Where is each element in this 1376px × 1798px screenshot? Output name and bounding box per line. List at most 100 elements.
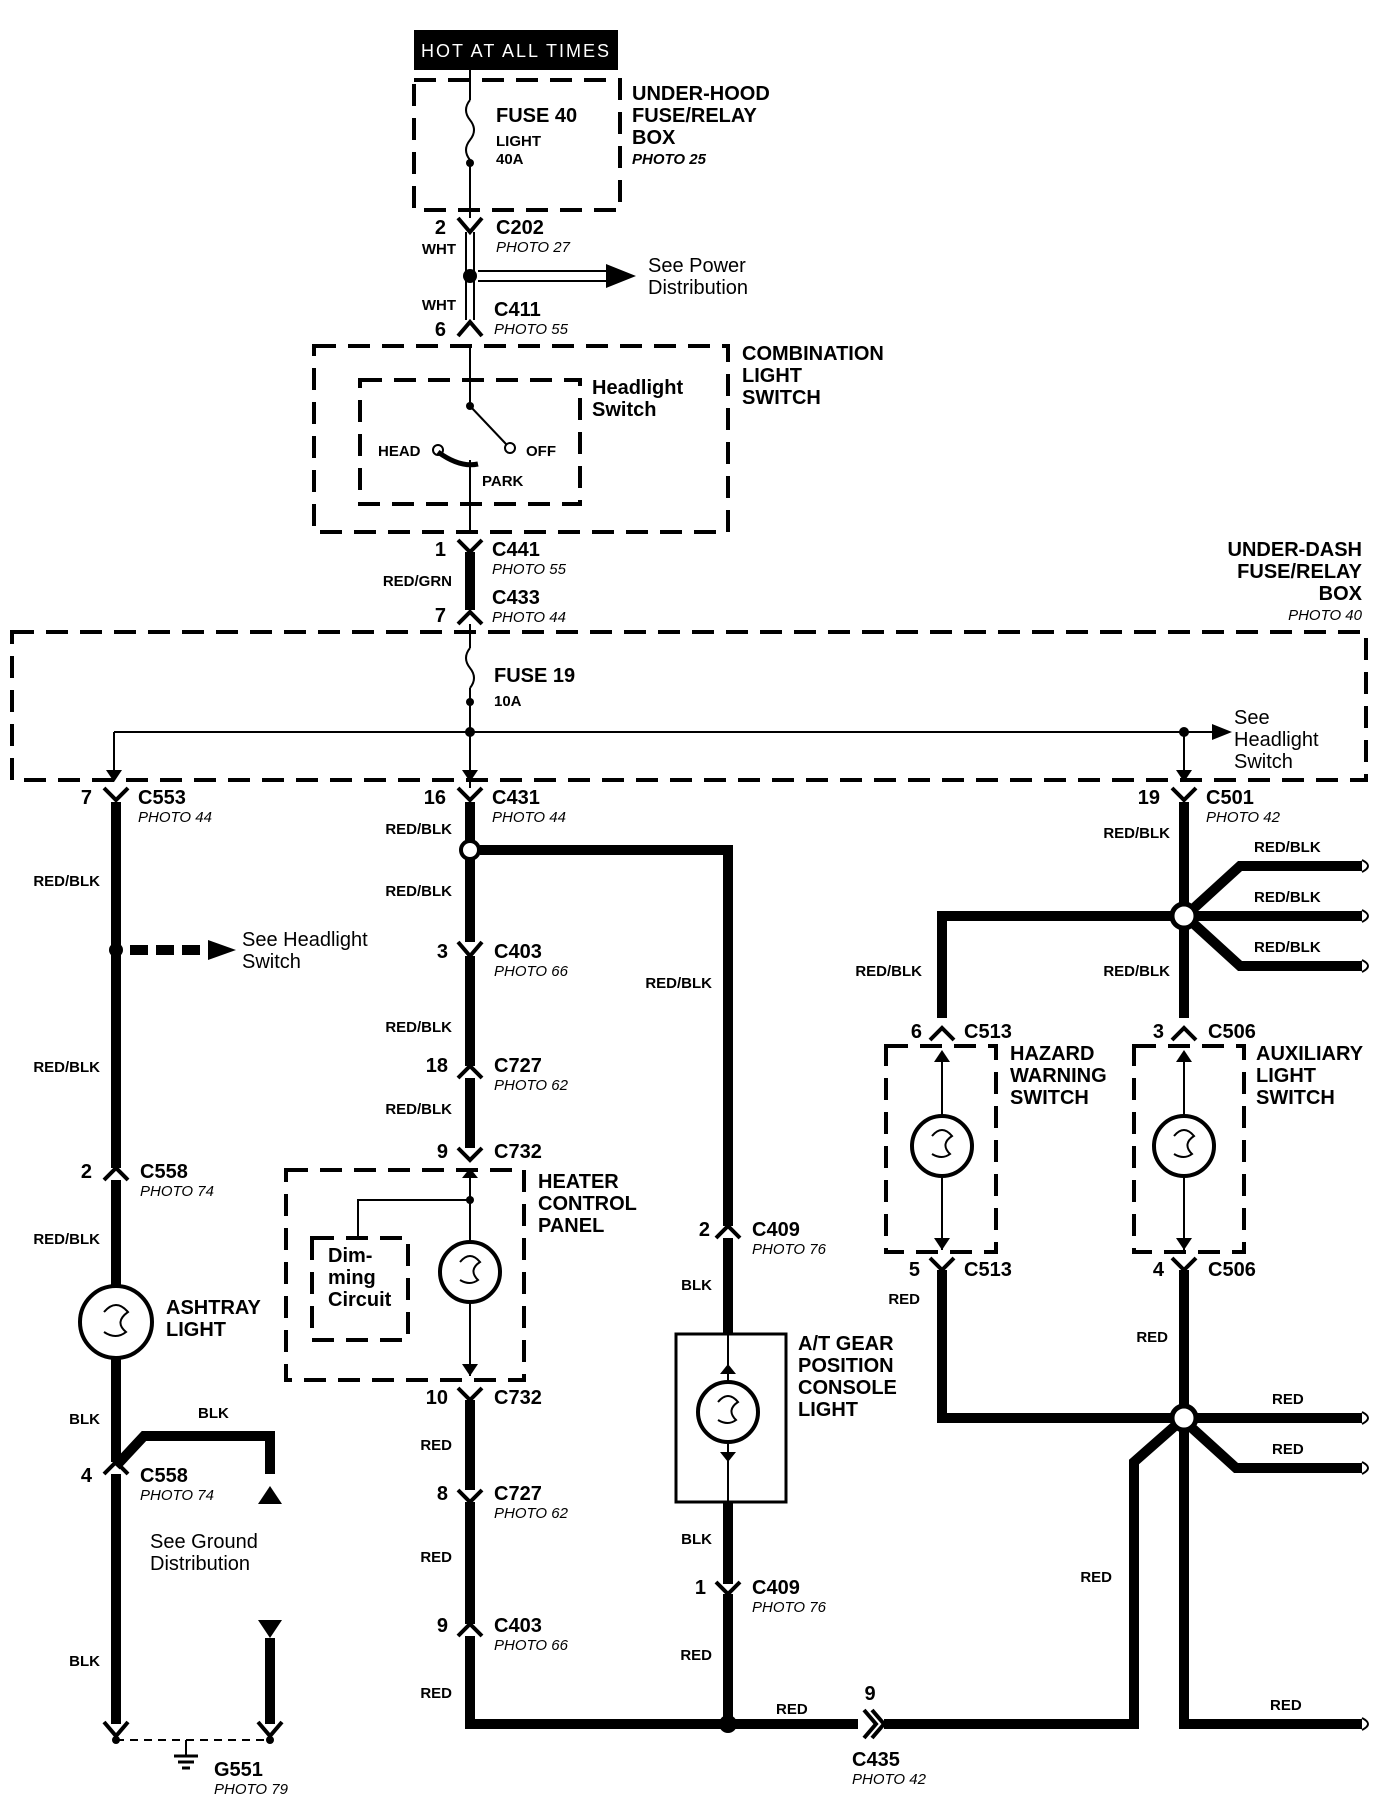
underhood-fuse-box — [412, 78, 622, 212]
diagram-label: PHOTO 55 — [492, 561, 567, 578]
diagram-label: RED/BLK — [385, 883, 452, 900]
diagram-label: RED — [1136, 1329, 1168, 1346]
ashtray-light-bulb — [78, 1284, 154, 1360]
diagram-label: Headlight — [1234, 729, 1319, 751]
diagram-label: HEAD — [378, 443, 421, 460]
c403-bottom-connector — [456, 1621, 484, 1638]
diagram-label: RED/BLK — [1103, 825, 1170, 842]
diagram-label: ASHTRAY — [166, 1297, 261, 1319]
diagram-label: C441 — [492, 539, 540, 561]
diagram-label: C202 — [496, 217, 544, 239]
diagram-label: BLK — [69, 1653, 100, 1670]
diagram-label: PHOTO 44 — [492, 809, 566, 826]
diagram-label: CONTROL — [538, 1193, 637, 1215]
splice-c202 — [463, 269, 477, 283]
diagram-label: ming — [328, 1267, 376, 1289]
diagram-label: C558 — [140, 1465, 188, 1487]
diagram-label: RED — [888, 1291, 920, 1308]
c411-connector — [456, 318, 484, 338]
diagram-label: Dim- — [328, 1245, 372, 1267]
diagram-label: 3 — [1153, 1021, 1164, 1043]
diagram-label: C435 — [852, 1749, 900, 1771]
diagram-label: Distribution — [648, 277, 748, 299]
c553-connector — [102, 786, 130, 803]
c727-top-connector — [456, 1063, 484, 1080]
diagram-label: C732 — [494, 1141, 542, 1163]
diagram-label: Circuit — [328, 1289, 392, 1311]
diagram-label: FUSE/RELAY — [632, 105, 758, 127]
diagram-label: PHOTO 79 — [214, 1781, 289, 1798]
diagram-label: POSITION — [798, 1355, 894, 1377]
auxiliary-light-switch-box — [1132, 1044, 1246, 1254]
combination-light-switch-box — [312, 344, 730, 534]
wire-at-gear-feed — [480, 845, 733, 1226]
c727-bottom-connector — [456, 1488, 484, 1505]
dimming-circuit-box — [310, 1236, 410, 1342]
diagram-label: 9 — [437, 1615, 448, 1637]
fuse-40-label: FUSE 40 LIGHT 40A — [496, 105, 577, 168]
diagram-label: Switch — [242, 951, 301, 973]
wire-hazard-feed — [937, 911, 1172, 1018]
diagram-label: 4 — [1153, 1259, 1165, 1281]
diagram-label: C513 — [964, 1021, 1012, 1043]
diagram-label: RED/BLK — [385, 1101, 452, 1118]
hazard-warning-switch-box — [884, 1044, 998, 1254]
underdash-fuse-box-label: UNDER-DASH FUSE/RELAY BOX PHOTO 40 — [1228, 539, 1363, 624]
diagram-label: HOT AT ALL TIMES — [421, 41, 611, 61]
diagram-label: C732 — [494, 1387, 542, 1409]
c558-top-connector — [102, 1165, 130, 1182]
splice-lower-right — [1169, 1403, 1199, 1433]
diagram-label: BLK — [681, 1531, 712, 1548]
diagram-label: PHOTO 66 — [494, 963, 569, 980]
diagram-label: G551 — [214, 1759, 263, 1781]
diagram-label: RED/BLK — [1254, 939, 1321, 956]
diagram-label: 10 — [426, 1387, 448, 1409]
diagram-label: PHOTO 44 — [492, 609, 566, 626]
diagram-label: C433 — [492, 587, 540, 609]
diagram-label: PANEL — [538, 1215, 604, 1237]
ground-g551-symbol — [102, 1720, 284, 1770]
diagram-label: C403 — [494, 941, 542, 963]
diagram-label: UNDER-HOOD — [632, 83, 770, 105]
diagram-label: 1 — [435, 539, 446, 561]
diagram-label: LIGHT — [166, 1319, 226, 1341]
diagram-label: RED/BLK — [33, 1231, 100, 1248]
diagram-label: FUSE 40 — [496, 105, 577, 127]
c558-bottom-connector — [102, 1459, 130, 1476]
diagram-label: PHOTO 40 — [1288, 607, 1363, 624]
diagram-label: PHOTO 25 — [632, 151, 707, 168]
diagram-label: 16 — [424, 787, 446, 809]
diagram-label: BLK — [198, 1405, 229, 1422]
c409-top-connector — [714, 1223, 742, 1240]
diagram-label: RED — [1272, 1441, 1304, 1458]
diagram-label: BOX — [1319, 583, 1363, 605]
c513-top-connector — [928, 1025, 956, 1042]
diagram-label: HAZARD — [1010, 1043, 1094, 1065]
auxiliary-switch-bulb — [1152, 1114, 1216, 1178]
diagram-label: BOX — [632, 127, 676, 149]
diagram-label: WHT — [422, 297, 456, 314]
diagram-label: C558 — [140, 1161, 188, 1183]
diagram-label: RED — [420, 1549, 452, 1566]
diagram-label: RED — [1270, 1697, 1302, 1714]
diagram-label: RED — [680, 1647, 712, 1664]
diagram-label: RED/BLK — [33, 1059, 100, 1076]
diagram-label: 9 — [437, 1141, 448, 1163]
diagram-label: 4 — [81, 1465, 93, 1487]
diagram-label: 1 — [695, 1577, 706, 1599]
diagram-label: RED/BLK — [385, 1019, 452, 1036]
diagram-label: Distribution — [150, 1553, 250, 1575]
diagram-label: RED/GRN — [383, 573, 452, 590]
c501-connector — [1170, 786, 1198, 803]
diagram-label: PHOTO 27 — [496, 239, 571, 256]
diagram-label: 2 — [81, 1161, 92, 1183]
diagram-label: PHOTO 74 — [140, 1487, 214, 1504]
diagram-label: PHOTO 42 — [852, 1771, 927, 1788]
see-headlight-left-arrow — [130, 940, 236, 960]
c732-top-connector — [456, 1146, 484, 1163]
diagram-label: C431 — [492, 787, 540, 809]
fuse-40-symbol — [465, 99, 475, 161]
c202-connector — [456, 216, 484, 236]
diagram-label: 2 — [435, 217, 446, 239]
ground-loop-wire — [112, 1431, 275, 1474]
